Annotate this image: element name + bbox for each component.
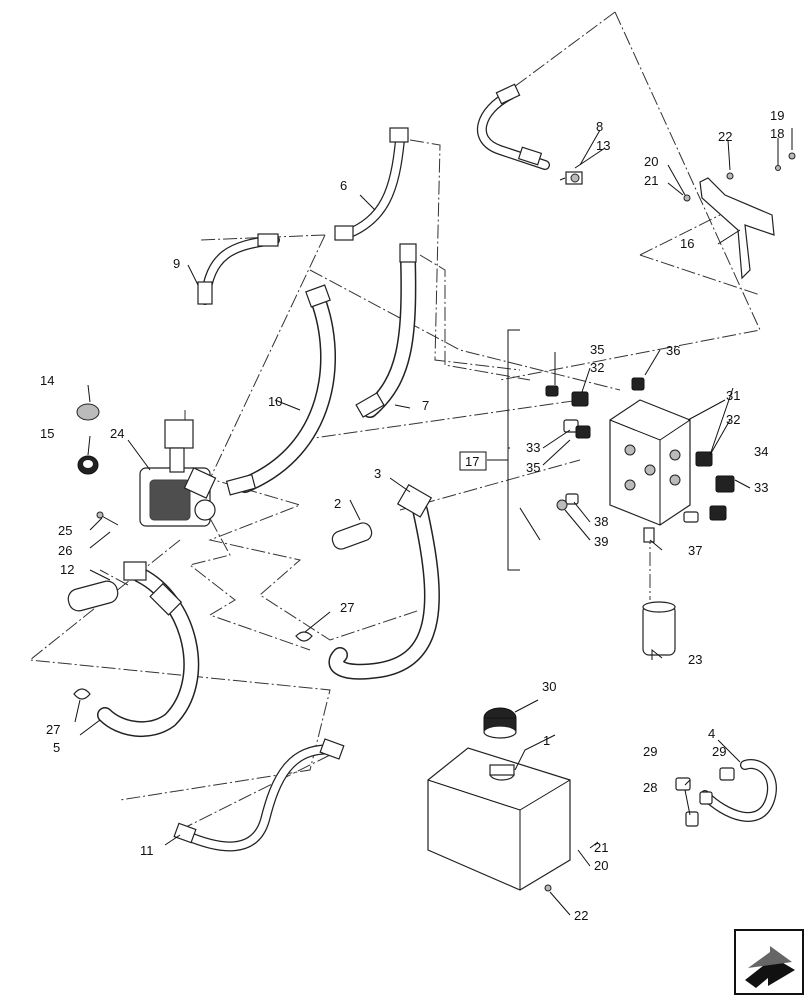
hose-8 [476, 83, 550, 170]
callout-39: 39 [594, 534, 608, 549]
callout-20-lower: 20 [594, 858, 608, 873]
callout-35-upper: 35 [590, 342, 604, 357]
fitting-2 [331, 522, 373, 550]
callout-32-upper: 32 [590, 360, 604, 375]
callout-19: 19 [770, 108, 784, 123]
callout-27-upper: 27 [340, 600, 354, 615]
callout-5: 5 [53, 740, 60, 755]
callout-15: 15 [40, 426, 54, 441]
hose-4 [700, 759, 777, 822]
callout-31: 31 [726, 388, 740, 403]
callout-16: 16 [680, 236, 694, 251]
hose-6 [334, 127, 409, 241]
callout-12: 12 [60, 562, 74, 577]
callout-14: 14 [40, 373, 54, 388]
callout-35-lower: 35 [526, 460, 540, 475]
pump-24 [139, 419, 217, 527]
hose-5 [97, 561, 200, 738]
callout-28: 28 [643, 780, 657, 795]
callout-labels: 1 2 3 4 5 6 7 8 9 10 11 12 13 14 15 16 1… [40, 108, 784, 923]
callout-18: 18 [770, 126, 784, 141]
hose-3 [328, 484, 440, 680]
callout-13: 13 [596, 138, 610, 153]
callout-37: 37 [688, 543, 702, 558]
callout-29-left: 29 [643, 744, 657, 759]
callout-33-left: 33 [526, 440, 540, 455]
tank-1 [427, 747, 571, 892]
callout-1: 1 [543, 733, 550, 748]
callout-27-lower: 27 [46, 722, 60, 737]
callout-29-right: 29 [712, 744, 726, 759]
fittings-28-29 [675, 767, 735, 827]
plug-14 [76, 403, 100, 421]
group-bracket-17 [459, 329, 520, 571]
hose-9 [197, 233, 280, 305]
hose-11 [173, 738, 345, 852]
hose-10 [225, 284, 336, 496]
clamp-27-upper [295, 631, 313, 642]
callout-33-right: 33 [754, 480, 768, 495]
callout-23: 23 [688, 652, 702, 667]
bracket-16 [683, 152, 796, 280]
callout-26: 26 [58, 543, 72, 558]
callout-17: 17 [465, 454, 479, 469]
callout-32-right: 32 [726, 412, 740, 427]
callout-3: 3 [374, 466, 381, 481]
valve-block-31 [609, 399, 691, 526]
leader-lines [74, 128, 793, 916]
filter-23 [642, 601, 676, 656]
callout-21-lower: 21 [594, 840, 608, 855]
screw-25 [96, 511, 119, 526]
callout-38: 38 [594, 514, 608, 529]
callout-22-lower: 22 [574, 908, 588, 923]
callout-10: 10 [268, 394, 282, 409]
callout-9: 9 [173, 256, 180, 271]
callout-34: 34 [754, 444, 768, 459]
callout-36: 36 [666, 343, 680, 358]
plug-15 [77, 455, 99, 475]
callout-6: 6 [340, 178, 347, 193]
callout-24: 24 [110, 426, 124, 441]
cap-30 [483, 707, 517, 739]
callout-11: 11 [140, 843, 154, 858]
callout-4: 4 [708, 726, 715, 741]
clamp-27-lower [73, 688, 91, 700]
callout-20-upper: 20 [644, 154, 658, 169]
callout-22-upper: 22 [718, 129, 732, 144]
callout-8: 8 [596, 119, 603, 134]
callout-7: 7 [422, 398, 429, 413]
hose-7 [355, 243, 417, 418]
next-page-arrow-icon[interactable] [734, 929, 804, 995]
callout-2: 2 [334, 496, 341, 511]
valve-block-fittings [545, 377, 735, 543]
callout-25: 25 [58, 523, 72, 538]
fitting-12 [67, 580, 119, 612]
callout-21-upper: 21 [644, 173, 658, 188]
callout-30: 30 [542, 679, 556, 694]
fitting-13 [565, 171, 583, 185]
